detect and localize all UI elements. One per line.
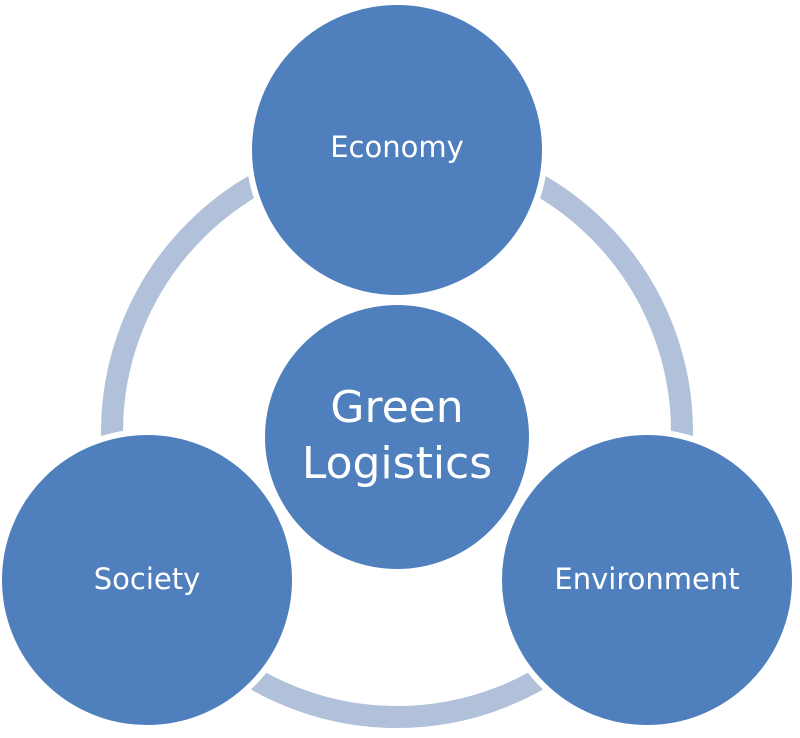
node-environment: Environment [496,429,798,731]
node-environment-label: Environment [554,562,739,596]
node-society-label: Society [94,562,201,596]
node-society-circle [0,429,298,731]
node-society: Society [0,429,298,731]
node-economy: Economy [246,0,548,301]
node-economy-circle [246,0,548,301]
node-center: Green Logistics [259,299,535,575]
node-economy-label: Economy [330,130,464,164]
center-label-line1: Green [330,382,463,433]
node-environment-circle [496,429,798,731]
node-center-circle [259,299,535,575]
center-label-line2: Logistics [302,438,492,489]
